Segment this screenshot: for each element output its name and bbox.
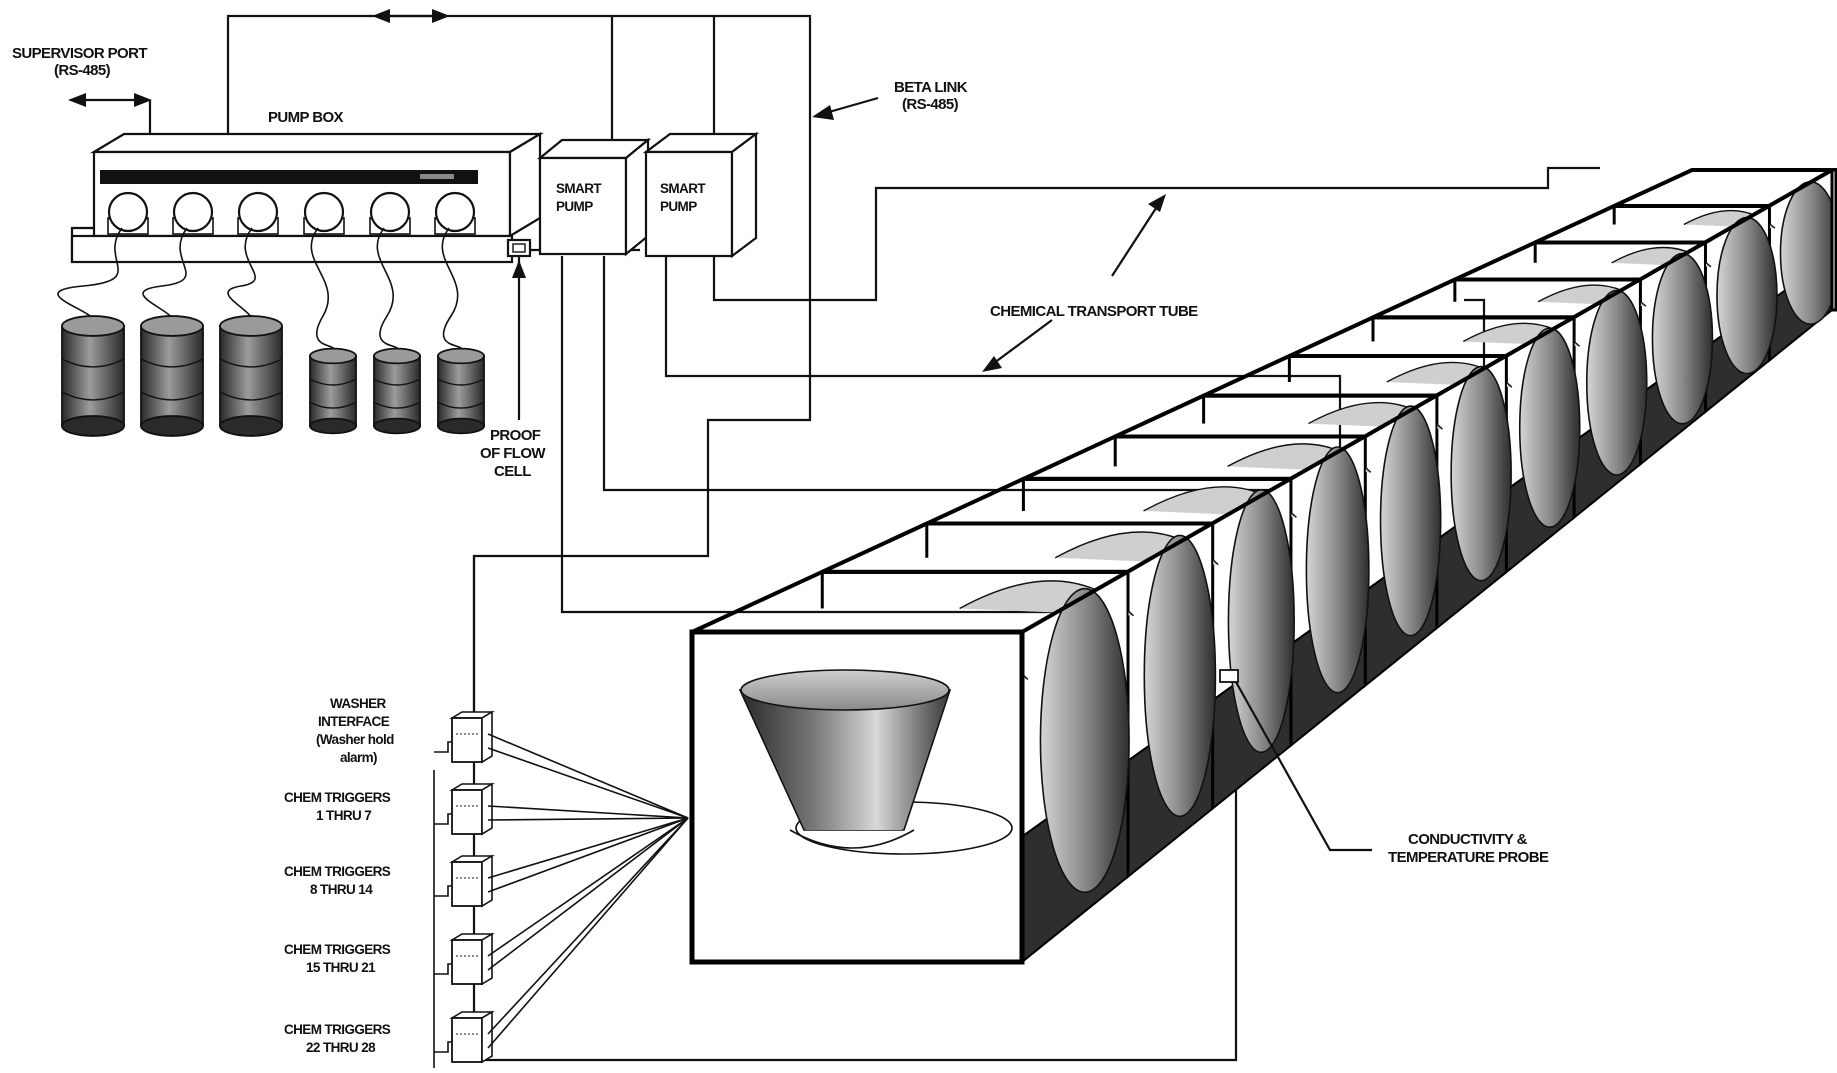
chem-triggers-3-label: CHEM TRIGGERS 15 THRU 21 [284,942,393,975]
washer-interface-label: WASHER INTERFACE (Washer hold alarm) [316,696,397,765]
pump-head [304,193,344,234]
pump-head [108,193,148,234]
smart-pump-1: SMART PUMP [540,140,648,254]
chemical-drum-icon [438,349,484,434]
supervisor-port-label: SUPERVISOR PORT (RS-485) [12,45,151,79]
smart-pump-2: SMART PUMP [646,134,756,256]
pump-head [370,193,410,234]
tunnel-end-cap [1832,170,1836,310]
chem-triggers-4-label: CHEM TRIGGERS 22 THRU 28 [284,1022,393,1055]
beta-link-pointer [812,98,878,120]
chemical-drums [62,316,484,436]
chemical-transport-tube-label: CHEMICAL TRANSPORT TUBE [990,303,1198,320]
pump-box-label: PUMP BOX [268,109,344,126]
chemical-drum-icon [374,349,420,434]
pump-head [173,193,213,234]
proof-of-flow-cell-label: PROOF OF FLOW CELL [480,427,549,480]
beta-link-bus [228,9,810,150]
chemical-drum-icon [62,316,124,436]
chem-triggers-2-label: CHEM TRIGGERS 8 THRU 14 [284,864,393,897]
chemical-drum-icon [141,316,203,436]
proof-of-flow-cell [508,240,530,420]
tunnel-front-module [692,632,1022,962]
beta-link-label: BETA LINK (RS-485) [894,79,971,113]
chemical-drum-icon [220,316,282,436]
pump-head [238,193,278,234]
double-arrow-icon [372,9,450,23]
chemical-drum-icon [310,349,356,434]
conductivity-probe-label: CONDUCTIVITY & TEMPERATURE PROBE [1388,831,1549,866]
transport-tube-pointers [982,194,1166,372]
chem-triggers-1-label: CHEM TRIGGERS 1 THRU 7 [284,790,393,823]
chem-trigger-boxes [434,556,688,1068]
chem-trigger-box [434,784,688,834]
pump-head [435,193,475,234]
